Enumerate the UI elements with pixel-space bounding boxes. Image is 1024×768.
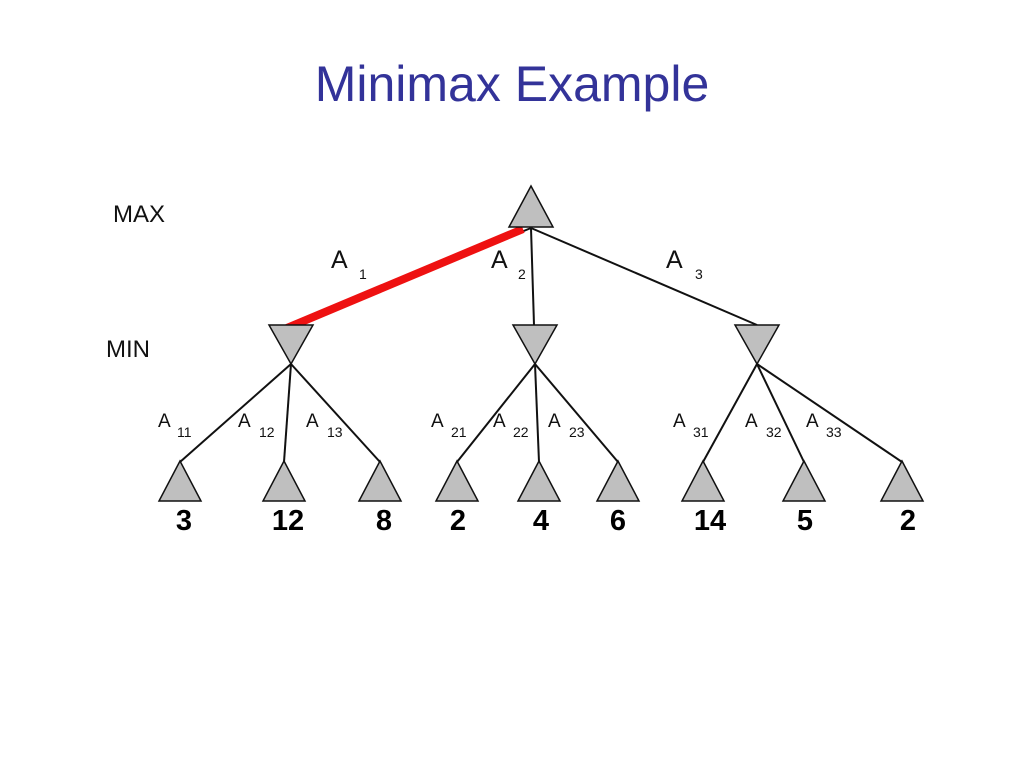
edge-a22: [534, 363, 540, 463]
edge-label-a2-sub: 2: [518, 266, 526, 282]
edge-root-a3: [530, 227, 758, 326]
edge-label-a23-letter: A: [548, 411, 561, 432]
leaf-value: 4: [533, 505, 549, 537]
edge-label-a21-sub: 21: [451, 424, 467, 440]
leaf-value: 14: [694, 505, 726, 537]
edge-a31: [702, 363, 758, 463]
edge-a21: [456, 363, 536, 463]
edge-label-a1-sub: 1: [359, 266, 367, 282]
edge-label-a22-sub: 22: [513, 424, 529, 440]
edge-label-a3-letter: A: [666, 246, 683, 274]
edge-label-a3-sub: 3: [695, 266, 703, 282]
edge-a13: [290, 363, 381, 463]
leaf-value: 6: [610, 505, 626, 537]
edge-label-a2-letter: A: [491, 246, 508, 274]
slide-title: Minimax Example: [314, 56, 710, 112]
edge-label-a13-letter: A: [306, 411, 319, 432]
min-level-label: MIN: [106, 336, 150, 363]
edge-label-a12-letter: A: [238, 411, 251, 432]
edge-a12: [283, 363, 292, 463]
edge-label-a23-sub: 23: [569, 424, 585, 440]
leaf-value: 8: [376, 505, 392, 537]
edge-label-a31-sub: 31: [693, 424, 709, 440]
leaf-node: [261, 459, 307, 502]
edge-label-a32-sub: 32: [766, 424, 782, 440]
max-node: [507, 184, 555, 228]
leaf-node: [595, 459, 641, 502]
leaf-node: [434, 459, 480, 502]
leaf-value: 2: [900, 505, 916, 537]
min-node-1: [267, 324, 315, 366]
edge-label-a11-letter: A: [158, 411, 171, 432]
edge-label-a22-letter: A: [493, 411, 506, 432]
edge-label-a31-letter: A: [673, 411, 686, 432]
edge-label-a1-letter: A: [331, 246, 348, 274]
max-level-label: MAX: [113, 201, 165, 228]
edge-a23: [534, 363, 619, 463]
edge-label-a11-sub: 11: [177, 424, 192, 440]
leaf-node: [357, 459, 403, 502]
edge-label-a21-letter: A: [431, 411, 444, 432]
edge-label-a33-letter: A: [806, 411, 819, 432]
edge-label-a13-sub: 13: [327, 424, 343, 440]
leaf-node: [516, 459, 562, 502]
edge-a32: [756, 363, 805, 463]
leaf-node: [879, 459, 925, 502]
leaf-node: [781, 459, 827, 502]
min-node-2: [511, 324, 559, 366]
edge-a33: [756, 363, 903, 463]
edge-label-a33-sub: 33: [826, 424, 842, 440]
edge-a11: [179, 363, 292, 463]
edge-root-a2: [530, 227, 535, 326]
edge-label-a12-sub: 12: [259, 424, 275, 440]
leaf-value: 12: [272, 505, 304, 537]
leaf-node: [680, 459, 726, 502]
leaf-value: 5: [797, 505, 813, 537]
leaf-node: [157, 459, 203, 502]
min-node-3: [733, 324, 781, 366]
leaf-value: 2: [450, 505, 466, 537]
highlight-best-move-a1: [285, 225, 525, 332]
leaf-value: 3: [176, 505, 192, 537]
edge-label-a32-letter: A: [745, 411, 758, 432]
